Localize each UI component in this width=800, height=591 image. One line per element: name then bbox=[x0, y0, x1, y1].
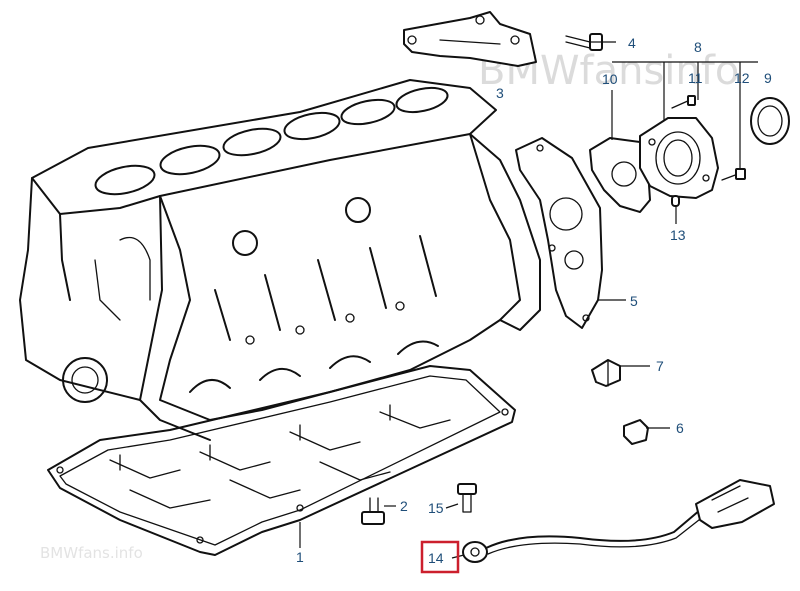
highlight-box-14 bbox=[420, 540, 460, 574]
callout-15: 15 bbox=[428, 500, 444, 516]
callout-10: 10 bbox=[602, 71, 618, 87]
callout-3: 3 bbox=[496, 85, 504, 101]
callout-13: 13 bbox=[670, 227, 686, 243]
callout-12: 12 bbox=[734, 70, 750, 86]
bracket[interactable] bbox=[403, 11, 537, 67]
callout-8: 8 bbox=[694, 39, 702, 55]
engine-block[interactable] bbox=[19, 79, 541, 441]
leader-8-bracket bbox=[612, 61, 758, 170]
shaft-seal[interactable] bbox=[750, 97, 790, 145]
callout-7: 7 bbox=[656, 358, 664, 374]
bolt-2[interactable] bbox=[361, 497, 385, 525]
callout-14: 14 bbox=[428, 550, 444, 566]
timing-cover-gasket[interactable] bbox=[515, 137, 603, 329]
callout-9: 9 bbox=[764, 70, 772, 86]
screw-11[interactable] bbox=[671, 95, 696, 109]
plug-6[interactable] bbox=[623, 419, 649, 445]
screw-12[interactable] bbox=[721, 168, 746, 181]
seal-housing[interactable] bbox=[639, 117, 719, 199]
callout-2: 2 bbox=[400, 498, 408, 514]
watermark-small: BMWfans.info bbox=[40, 544, 143, 562]
callout-6: 6 bbox=[676, 420, 684, 436]
callout-11: 11 bbox=[688, 70, 703, 86]
leader-15 bbox=[445, 503, 459, 509]
callout-5: 5 bbox=[630, 293, 638, 309]
dowel-pin[interactable] bbox=[671, 195, 680, 207]
bolt-15[interactable] bbox=[457, 483, 477, 513]
oil-pan-gasket[interactable] bbox=[47, 365, 516, 556]
callout-1: 1 bbox=[296, 549, 304, 565]
plug-7[interactable] bbox=[591, 359, 621, 387]
callout-4: 4 bbox=[628, 35, 636, 51]
end-cover-gasket[interactable] bbox=[589, 137, 651, 213]
knock-sensor[interactable] bbox=[462, 479, 775, 563]
